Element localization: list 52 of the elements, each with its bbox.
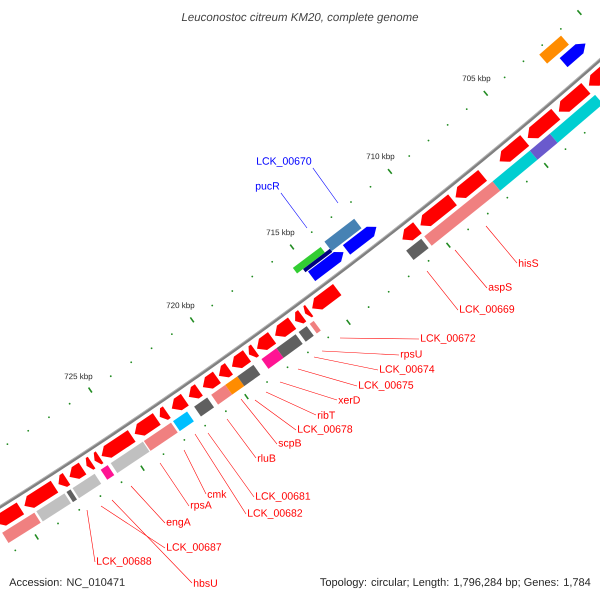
leader-line: [254, 400, 296, 430]
gene-label: rpsU: [400, 350, 422, 360]
gene-label: LCK_00674: [380, 365, 434, 375]
leader-line: [314, 356, 378, 370]
gene-label: LCK_00669: [460, 305, 514, 315]
leader-line: [100, 506, 166, 548]
leader-line: [280, 382, 338, 400]
leader-line: [240, 398, 278, 444]
gene-label: LCK_00688: [97, 557, 152, 567]
leader-line: [160, 462, 190, 506]
footer-text: Accession: NC_010471: [9, 578, 125, 588]
leader-line: [130, 486, 166, 524]
leader-line: [280, 192, 308, 228]
gene-label: LCK_00687: [167, 543, 222, 553]
gene-label: scpB: [278, 439, 301, 449]
gene-label: cmk: [208, 490, 226, 498]
leader-line: [454, 250, 488, 288]
scale-label: 725 kbp: [64, 373, 92, 381]
leader-line: [312, 168, 338, 204]
gene-label: LCK_00670: [257, 157, 312, 167]
leader-line: [208, 432, 254, 498]
footer-text: Topology: circular; Length: 1,796,284 bp; Genes: 1,784: [320, 578, 590, 588]
leader-line: [86, 510, 96, 562]
gene-label: LCK_00672: [421, 334, 476, 344]
leader-line: [298, 368, 358, 386]
leader-line: [184, 450, 206, 494]
gene-label: LCK_00682: [248, 509, 302, 519]
scale-label: 715 kbp: [266, 229, 294, 237]
scale-label: 710 kbp: [366, 153, 394, 161]
leader-line: [112, 500, 192, 584]
gene-label: xerD: [338, 396, 360, 404]
gene-label: rpsA: [190, 501, 212, 511]
gene-label: ribT: [318, 411, 336, 419]
leader-line: [194, 434, 246, 514]
gene-label: hbsU: [194, 579, 217, 587]
gene-label: LCK_00681: [256, 492, 310, 502]
gene-label: LCK_00675: [359, 381, 414, 391]
gene-label: pucR: [256, 182, 280, 192]
gene-label: aspS: [488, 283, 512, 293]
gene-label: engA: [166, 518, 191, 528]
leader-line: [226, 418, 256, 458]
leader-line: [426, 270, 458, 310]
title: Leuconostoc citreum KM20, complete genome: [182, 12, 418, 24]
gene-label: rluB: [258, 454, 276, 462]
scale-label: 705 kbp: [462, 75, 490, 83]
gene-label: hisS: [518, 259, 538, 267]
leader-line: [322, 350, 400, 356]
scale-label: 720 kbp: [166, 302, 194, 310]
leader-line: [486, 226, 518, 264]
leader-line: [266, 392, 316, 416]
leader-line: [340, 338, 420, 340]
gene-label: LCK_00678: [298, 425, 352, 435]
